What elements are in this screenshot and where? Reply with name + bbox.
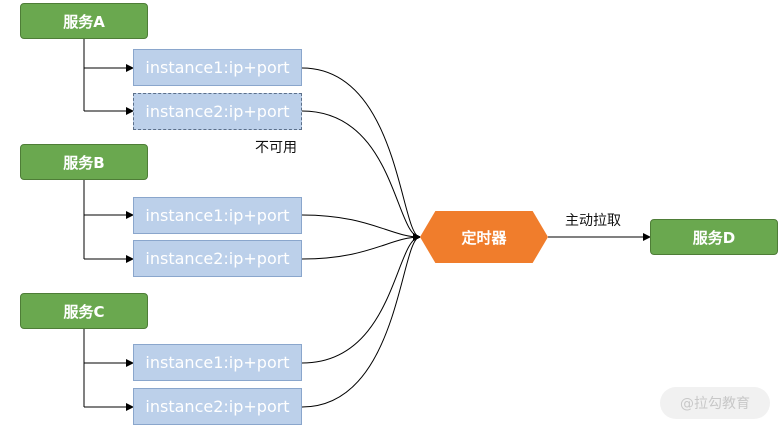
- instance-b2-label: instance2:ip+port: [145, 249, 290, 268]
- instance-b1-label: instance1:ip+port: [145, 206, 290, 225]
- service-a-label: 服务A: [63, 12, 105, 31]
- timer-label: 定时器: [461, 228, 507, 247]
- watermark: @拉勾教育: [660, 387, 770, 419]
- service-d-label: 服务D: [692, 228, 736, 247]
- instance-c2-box: instance2:ip+port: [133, 388, 302, 425]
- curve-c2: [301, 233, 421, 408]
- instance-a2-box: instance2:ip+port: [133, 93, 302, 130]
- service-b-label: 服务B: [63, 153, 105, 172]
- instance-c2-label: instance2:ip+port: [145, 397, 290, 416]
- service-c-label: 服务C: [63, 302, 105, 321]
- instance-b1-box: instance1:ip+port: [133, 197, 302, 234]
- service-c-box: 服务C: [20, 293, 148, 329]
- service-a-box: 服务A: [20, 3, 148, 39]
- instance-a2-label: instance2:ip+port: [145, 102, 290, 121]
- instance-c1-label: instance1:ip+port: [145, 353, 290, 372]
- watermark-label: @拉勾教育: [680, 396, 750, 412]
- unavailable-label: 不可用: [255, 140, 297, 156]
- curve-a2: [301, 110, 421, 241]
- timer-hexagon: 定时器: [420, 211, 548, 263]
- pull-label: 主动拉取: [565, 213, 621, 229]
- service-b-box: 服务B: [20, 144, 148, 180]
- service-d-box: 服务D: [650, 219, 778, 255]
- curve-c1: [301, 233, 421, 364]
- instance-c1-box: instance1:ip+port: [133, 344, 302, 381]
- curve-b2: [301, 233, 421, 260]
- instance-b2-box: instance2:ip+port: [133, 240, 302, 277]
- curve-b1: [301, 214, 421, 241]
- instance-a1-box: instance1:ip+port: [133, 49, 302, 86]
- curve-a1: [301, 67, 421, 241]
- instance-a1-label: instance1:ip+port: [145, 58, 290, 77]
